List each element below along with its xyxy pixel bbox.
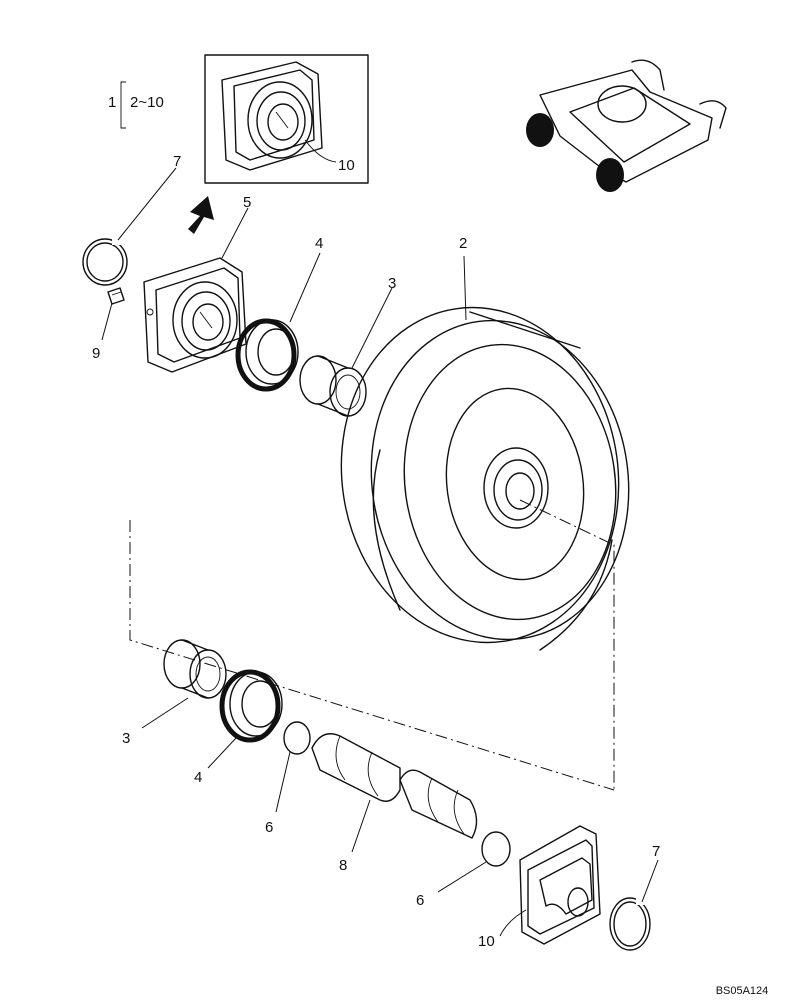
inset-detail-box: 10 xyxy=(204,54,369,184)
snap-ring-7-top xyxy=(82,238,128,286)
o-ring-6-left xyxy=(283,721,311,755)
callout-10-bottom: 10 xyxy=(478,933,495,950)
callout-4-top: 4 xyxy=(315,235,323,252)
seal-4-top xyxy=(235,318,299,392)
inset-bracket-10 xyxy=(221,61,323,171)
axis-line xyxy=(519,499,615,790)
callout-7-bottom: 7 xyxy=(652,843,660,860)
idler-wheel-2 xyxy=(340,306,630,651)
callout-5: 5 xyxy=(243,194,251,211)
roller-end-left xyxy=(526,113,554,147)
callout-4-bottom: 4 xyxy=(194,769,202,786)
snap-ring-7-bottom xyxy=(609,897,651,951)
shaft-8 xyxy=(311,733,478,839)
callout-6-left: 6 xyxy=(265,819,273,836)
assembled-overview xyxy=(526,59,727,192)
bracket-10-bottom xyxy=(519,825,601,945)
callout-6-right: 6 xyxy=(416,892,424,909)
assembly-number: 1 xyxy=(108,94,116,111)
callout-10-inset: 10 xyxy=(338,157,355,174)
o-ring-6-right xyxy=(481,831,511,867)
direction-arrow xyxy=(188,196,214,234)
assembly-legend: 1 2~10 xyxy=(108,81,164,129)
plug-9 xyxy=(107,287,125,305)
bushing-3-top xyxy=(299,355,367,417)
callout-8: 8 xyxy=(339,857,347,874)
callout-3-top: 3 xyxy=(388,275,396,292)
bracket-5 xyxy=(143,257,247,373)
seal-4-bottom xyxy=(219,669,283,743)
assembly-range: 2~10 xyxy=(130,94,164,111)
roller-end-right xyxy=(596,158,624,192)
callout-9: 9 xyxy=(92,345,100,362)
callout-2: 2 xyxy=(459,235,467,252)
drawing-code: BS05A124 xyxy=(716,985,769,997)
callout-7-top: 7 xyxy=(173,153,181,170)
bushing-3-bottom xyxy=(163,639,227,699)
callout-3-bottom: 3 xyxy=(122,730,130,747)
